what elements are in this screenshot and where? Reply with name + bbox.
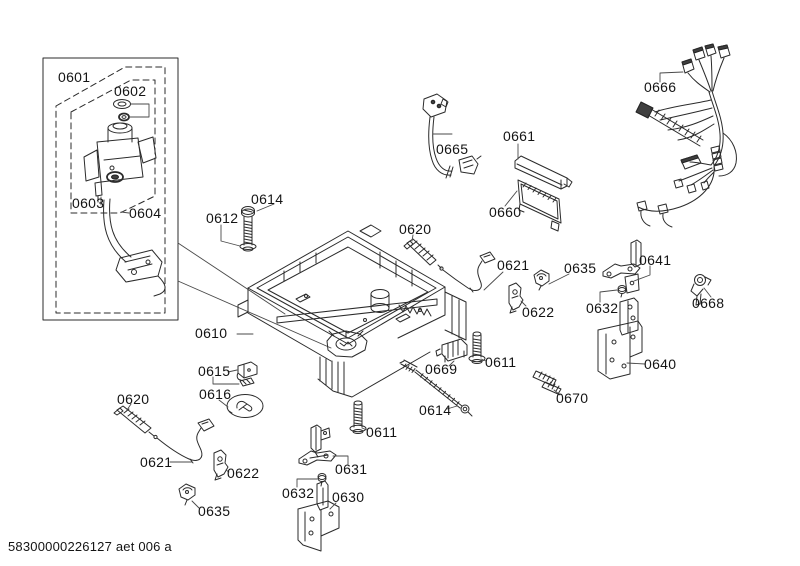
part-label-0611-bottom: 0611	[366, 424, 398, 440]
drawing-0666-harness	[635, 43, 737, 228]
part-label-0621-left: 0621	[140, 454, 173, 470]
drawing-0614-bottom	[399, 359, 473, 417]
part-label-0665: 0665	[436, 141, 469, 157]
part-label-0603: 0603	[72, 195, 105, 211]
drawing-0622-left	[213, 449, 230, 481]
part-label-0616: 0616	[199, 386, 232, 402]
part-label-0602: 0602	[114, 83, 147, 99]
drawing-0635-left	[178, 483, 200, 509]
part-label-0611-right: 0611	[485, 354, 517, 370]
part-label-0631: 0631	[335, 461, 368, 477]
part-label-0668: 0668	[692, 295, 725, 311]
part-label-0610: 0610	[195, 325, 228, 341]
part-label-0635-left: 0635	[198, 503, 231, 519]
part-label-0615: 0615	[198, 363, 231, 379]
part-label-0661: 0661	[503, 128, 536, 144]
drawing-0668	[690, 274, 712, 306]
part-label-0632-bottom: 0632	[282, 485, 315, 501]
part-label-0670: 0670	[556, 390, 589, 406]
part-label-0640: 0640	[644, 356, 677, 372]
drawing-0669-0611	[435, 331, 487, 367]
part-label-0620-left: 0620	[117, 391, 150, 407]
drawing-0611-bottom	[349, 400, 368, 434]
drawing-0621-right	[437, 251, 504, 293]
drawing-0612-0614	[220, 203, 275, 252]
part-label-0635-right: 0635	[564, 260, 597, 276]
part-label-0669: 0669	[425, 361, 458, 377]
part-label-0630: 0630	[332, 489, 365, 505]
part-label-0622-right: 0622	[522, 304, 555, 320]
part-label-0632-right: 0632	[586, 300, 619, 316]
part-label-0660: 0660	[489, 204, 522, 220]
drawing-0665-cord	[422, 93, 482, 179]
drawing-0670	[532, 370, 562, 396]
drawing-0622-right	[508, 282, 527, 314]
part-label-0666: 0666	[644, 79, 677, 95]
drawing-0641-0632-0640	[597, 239, 651, 380]
drawing-0620-left	[113, 403, 152, 434]
drawing-0635-right	[533, 269, 570, 291]
part-label-0614-top: 0614	[251, 191, 284, 207]
drawing-0601-assembly	[42, 57, 332, 349]
drawing-0615-0616	[212, 361, 264, 418]
drawing-0620-right	[403, 234, 437, 266]
part-label-0604: 0604	[129, 205, 162, 221]
footer-code: 58300000226127 aet 006 a	[8, 539, 172, 554]
drawing-0610-base	[236, 224, 467, 398]
drawing-0661-0660	[504, 143, 573, 232]
part-label-0641: 0641	[639, 252, 672, 268]
drawing-0631-0632-0630	[296, 424, 349, 552]
part-label-0614-bottom: 0614	[419, 402, 452, 418]
part-label-0612: 0612	[206, 210, 239, 226]
part-label-0601: 0601	[58, 69, 91, 85]
part-label-0621-right: 0621	[497, 257, 530, 273]
drawing-0621-left	[148, 418, 215, 464]
part-label-0620-right: 0620	[399, 221, 432, 237]
part-label-0622-left: 0622	[227, 465, 260, 481]
